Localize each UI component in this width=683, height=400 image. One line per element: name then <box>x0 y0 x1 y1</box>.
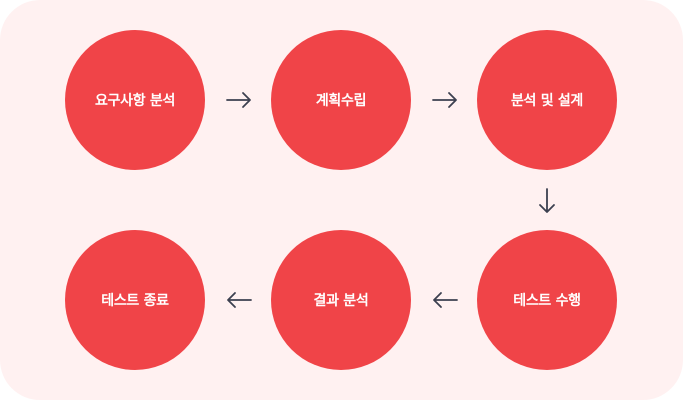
step-result-analysis: 결과 분석 <box>271 230 411 370</box>
step-label: 테스트 수행 <box>513 293 581 309</box>
step-planning: 계획수립 <box>271 30 411 170</box>
step-label: 결과 분석 <box>313 293 369 309</box>
arrow-down-icon <box>532 186 562 216</box>
step-test-execution: 테스트 수행 <box>477 230 617 370</box>
arrow-right-icon <box>224 85 254 115</box>
arrow-left-icon <box>430 285 460 315</box>
arrow-right-icon <box>430 85 460 115</box>
step-label: 테스트 종료 <box>101 293 169 309</box>
step-label: 요구사항 분석 <box>94 93 176 109</box>
step-analysis-design: 분석 및 설계 <box>477 30 617 170</box>
step-requirements-analysis: 요구사항 분석 <box>65 30 205 170</box>
arrow-left-icon <box>224 285 254 315</box>
step-label: 분석 및 설계 <box>510 93 584 109</box>
step-label: 계획수립 <box>315 93 367 109</box>
step-test-completion: 테스트 종료 <box>65 230 205 370</box>
